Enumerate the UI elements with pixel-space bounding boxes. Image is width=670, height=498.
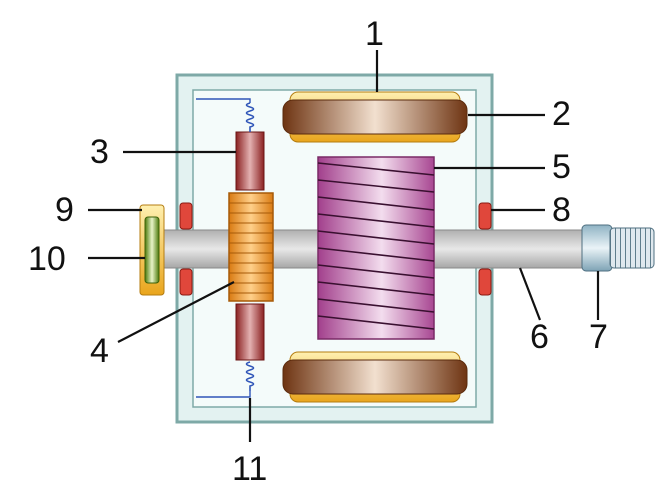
top-spring-wire [196,98,251,103]
bottom-spring-wire [196,391,251,398]
right-bearing-top [478,202,492,230]
top-brush [235,131,265,191]
label-8: 8 [552,191,571,229]
rotor-winding [317,156,435,340]
leader-lines [88,50,600,442]
label-7: 7 [589,318,608,356]
right-bearing-bottom [478,268,492,296]
label-3: 3 [90,133,109,171]
commutator [228,192,274,302]
left-end-cap [139,204,165,296]
leader-4 [117,281,235,343]
label-10: 10 [28,240,66,278]
left-bearing-bottom [179,268,193,296]
bottom-magnet [282,351,468,403]
leader-6 [518,267,542,321]
threaded-end [581,224,655,272]
label-5: 5 [552,148,571,186]
label-4: 4 [90,332,109,370]
bottom-spring [245,361,255,391]
label-2: 2 [552,95,571,133]
top-spring [245,102,255,132]
label-9: 9 [55,191,74,229]
top-magnet [282,91,468,143]
bottom-brush [235,303,265,361]
label-1: 1 [365,15,384,53]
label-11: 11 [232,450,267,488]
left-bearing-top [179,202,193,230]
label-6: 6 [530,318,549,356]
